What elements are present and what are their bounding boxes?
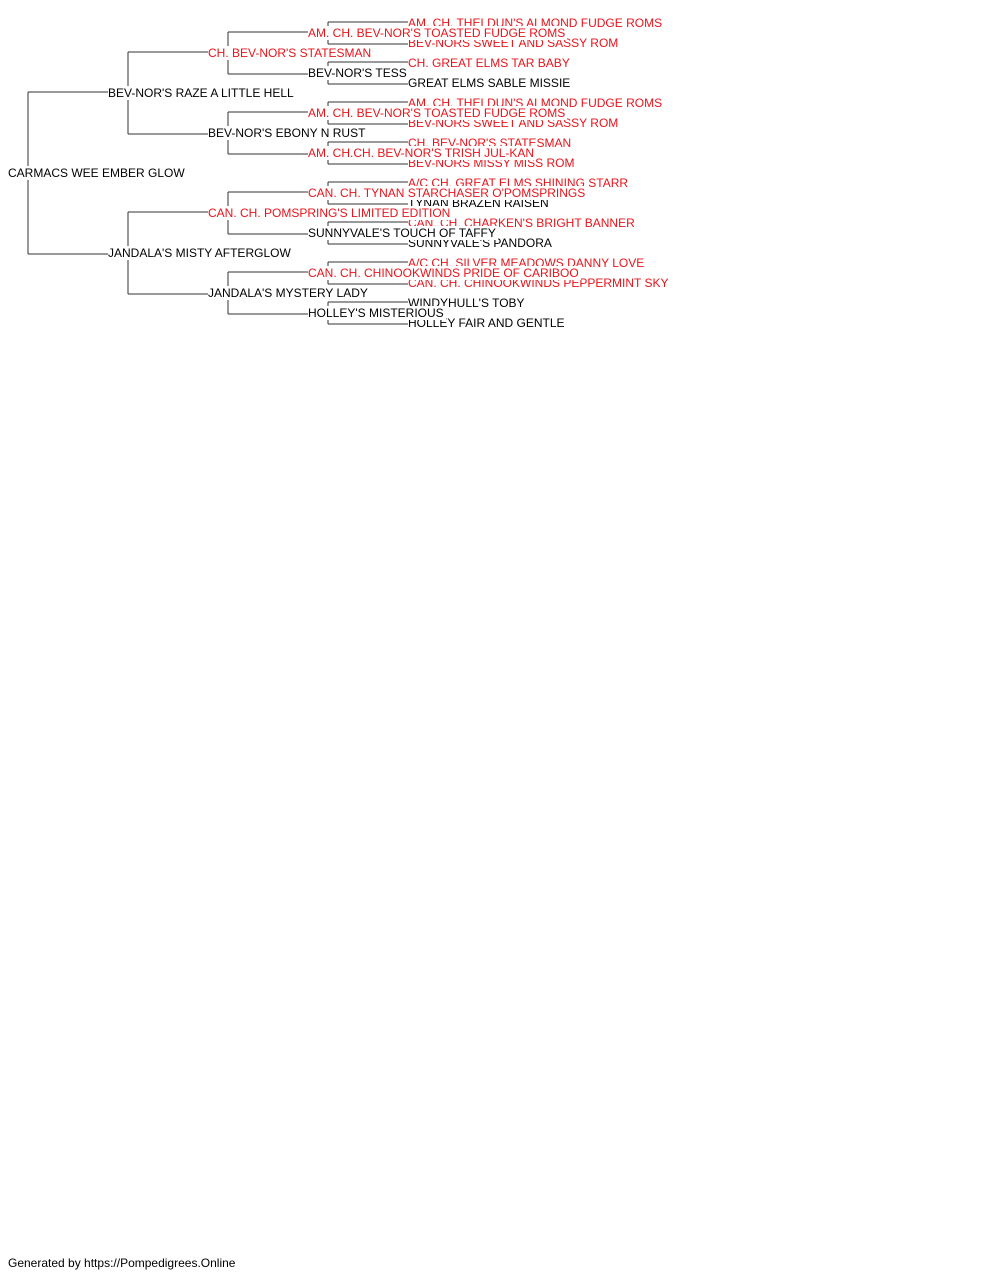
ancestor-name: GREAT ELMS SABLE MISSIE (408, 76, 573, 90)
ancestor-name: SUNNYVALE'S TOUCH OF TAFFY (308, 226, 498, 240)
ancestor-name: HOLLEY'S MISTERIOUS (308, 306, 446, 320)
ancestor-name: BEV-NOR'S TESS (308, 66, 409, 80)
ancestor-name: CAN. CH. CHINOOKWINDS PRIDE OF CARIBOO (308, 266, 581, 280)
ancestor-name: JANDALA'S MISTY AFTERGLOW (108, 246, 293, 260)
ancestor-name: AM. CH. BEV-NOR'S TOASTED FUDGE ROMS (308, 106, 568, 120)
ancestor-name: CAN. CH. TYNAN STARCHASER O'POMSPRINGS (308, 186, 588, 200)
ancestor-name: BEV-NOR'S EBONY N RUST (208, 126, 368, 140)
ancestor-name: AM. CH.CH. BEV-NOR'S TRISH JUL-KAN (308, 146, 537, 160)
ancestor-name: JANDALA'S MYSTERY LADY (208, 286, 370, 300)
ancestor-name: BEV-NOR'S RAZE A LITTLE HELL (108, 86, 296, 100)
ancestor-name: AM. CH. BEV-NOR'S TOASTED FUDGE ROMS (308, 26, 568, 40)
ancestor-name: CAN. CH. POMSPRING'S LIMITED EDITION (208, 206, 453, 220)
ancestor-name: CH. GREAT ELMS TAR BABY (408, 56, 572, 70)
ancestor-name: HOLLEY FAIR AND GENTLE (408, 316, 567, 330)
footer-credit: Generated by https://Pompedigrees.Online (8, 1256, 236, 1270)
ancestor-name: CH. BEV-NOR'S STATESMAN (208, 46, 374, 60)
subject-dog-name: CARMACS WEE EMBER GLOW (8, 166, 187, 180)
